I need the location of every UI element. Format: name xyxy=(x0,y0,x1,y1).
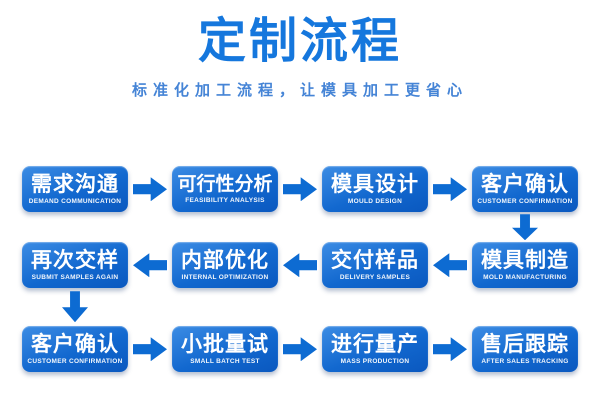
step-subtitle-en: DEMAND COMMUNICATION xyxy=(28,197,122,205)
step-demand-communication: 需求沟通 DEMAND COMMUNICATION xyxy=(22,166,128,213)
step-title-zh: 再次交样 xyxy=(31,248,119,272)
flow-row-1: 需求沟通 DEMAND COMMUNICATION 可行性分析 FEASIBIL… xyxy=(0,166,600,213)
step-customer-confirmation-2: 客户确认 CUSTOMER CONFIRMATION xyxy=(22,326,128,373)
arrow-down-icon xyxy=(62,291,88,323)
arrow-right-icon xyxy=(433,177,467,202)
arrow-right-icon xyxy=(283,177,317,202)
arrow-left-icon xyxy=(433,253,467,278)
step-subtitle-en: MASS PRODUCTION xyxy=(340,357,410,365)
step-title-zh: 模具制造 xyxy=(481,248,569,272)
arrow-right-icon xyxy=(283,337,317,362)
flow-row-2: 再次交样 SUBMIT SAMPLES AGAIN 内部优化 INTERNAL … xyxy=(0,242,600,289)
step-subtitle-en: AFTER SALES TRACKING xyxy=(481,357,569,365)
step-title-zh: 交付样品 xyxy=(331,248,419,272)
arrow-right-icon xyxy=(133,177,167,202)
step-feasibility-analysis: 可行性分析 FEASIBILITY ANALYSIS xyxy=(172,166,278,213)
arrow-right-icon xyxy=(133,337,167,362)
connector-row-1-2 xyxy=(0,212,600,242)
step-subtitle-en: SMALL BATCH TEST xyxy=(190,357,260,365)
process-flowchart: 需求沟通 DEMAND COMMUNICATION 可行性分析 FEASIBIL… xyxy=(0,166,600,373)
step-title-zh: 客户确认 xyxy=(31,332,119,356)
step-subtitle-en: SUBMIT SAMPLES AGAIN xyxy=(31,273,119,281)
step-subtitle-en: INTERNAL OPTIMIZATION xyxy=(181,273,269,281)
step-submit-samples-again: 再次交样 SUBMIT SAMPLES AGAIN xyxy=(22,242,128,289)
step-subtitle-en: DELIVERY SAMPLES xyxy=(339,273,411,281)
step-subtitle-en: CUSTOMER CONFIRMATION xyxy=(27,357,123,365)
step-small-batch-test: 小批量试 SMALL BATCH TEST xyxy=(172,326,278,373)
step-title-zh: 内部优化 xyxy=(181,248,269,272)
step-mould-design: 模具设计 MOULD DESIGN xyxy=(322,166,428,213)
step-title-zh: 需求沟通 xyxy=(31,172,119,196)
page-title: 定制流程 xyxy=(197,15,402,68)
arrow-left-icon xyxy=(133,253,167,278)
step-mass-production: 进行量产 MASS PRODUCTION xyxy=(322,326,428,373)
arrow-left-icon xyxy=(283,253,317,278)
flow-row-3: 客户确认 CUSTOMER CONFIRMATION 小批量试 SMALL BA… xyxy=(0,326,600,373)
step-internal-optimization: 内部优化 INTERNAL OPTIMIZATION xyxy=(172,242,278,289)
step-mold-manufacturing: 模具制造 MOLD MANUFACTURING xyxy=(472,242,578,289)
step-subtitle-en: FEASIBILITY ANALYSIS xyxy=(185,196,265,204)
step-title-zh: 可行性分析 xyxy=(177,173,273,195)
arrow-down-icon xyxy=(512,214,538,241)
step-title-zh: 小批量试 xyxy=(181,332,269,356)
step-customer-confirmation-1: 客户确认 CUSTOMER CONFIRMATION xyxy=(472,166,578,213)
step-subtitle-en: CUSTOMER CONFIRMATION xyxy=(477,197,573,205)
page-subtitle: 标准化加工流程，让模具加工更省心 xyxy=(131,82,468,100)
step-delivery-samples: 交付样品 DELIVERY SAMPLES xyxy=(322,242,428,289)
custom-process-infographic: 定制流程 标准化加工流程，让模具加工更省心 需求沟通 DEMAND COMMUN… xyxy=(0,14,600,415)
step-title-zh: 进行量产 xyxy=(331,332,419,356)
step-title-zh: 售后跟踪 xyxy=(481,332,569,356)
step-title-zh: 模具设计 xyxy=(331,172,419,196)
step-subtitle-en: MOLD MANUFACTURING xyxy=(483,273,567,281)
connector-row-2-3 xyxy=(0,288,600,326)
step-subtitle-en: MOULD DESIGN xyxy=(347,197,403,205)
step-after-sales-tracking: 售后跟踪 AFTER SALES TRACKING xyxy=(472,326,578,373)
step-title-zh: 客户确认 xyxy=(481,172,569,196)
arrow-right-icon xyxy=(433,337,467,362)
